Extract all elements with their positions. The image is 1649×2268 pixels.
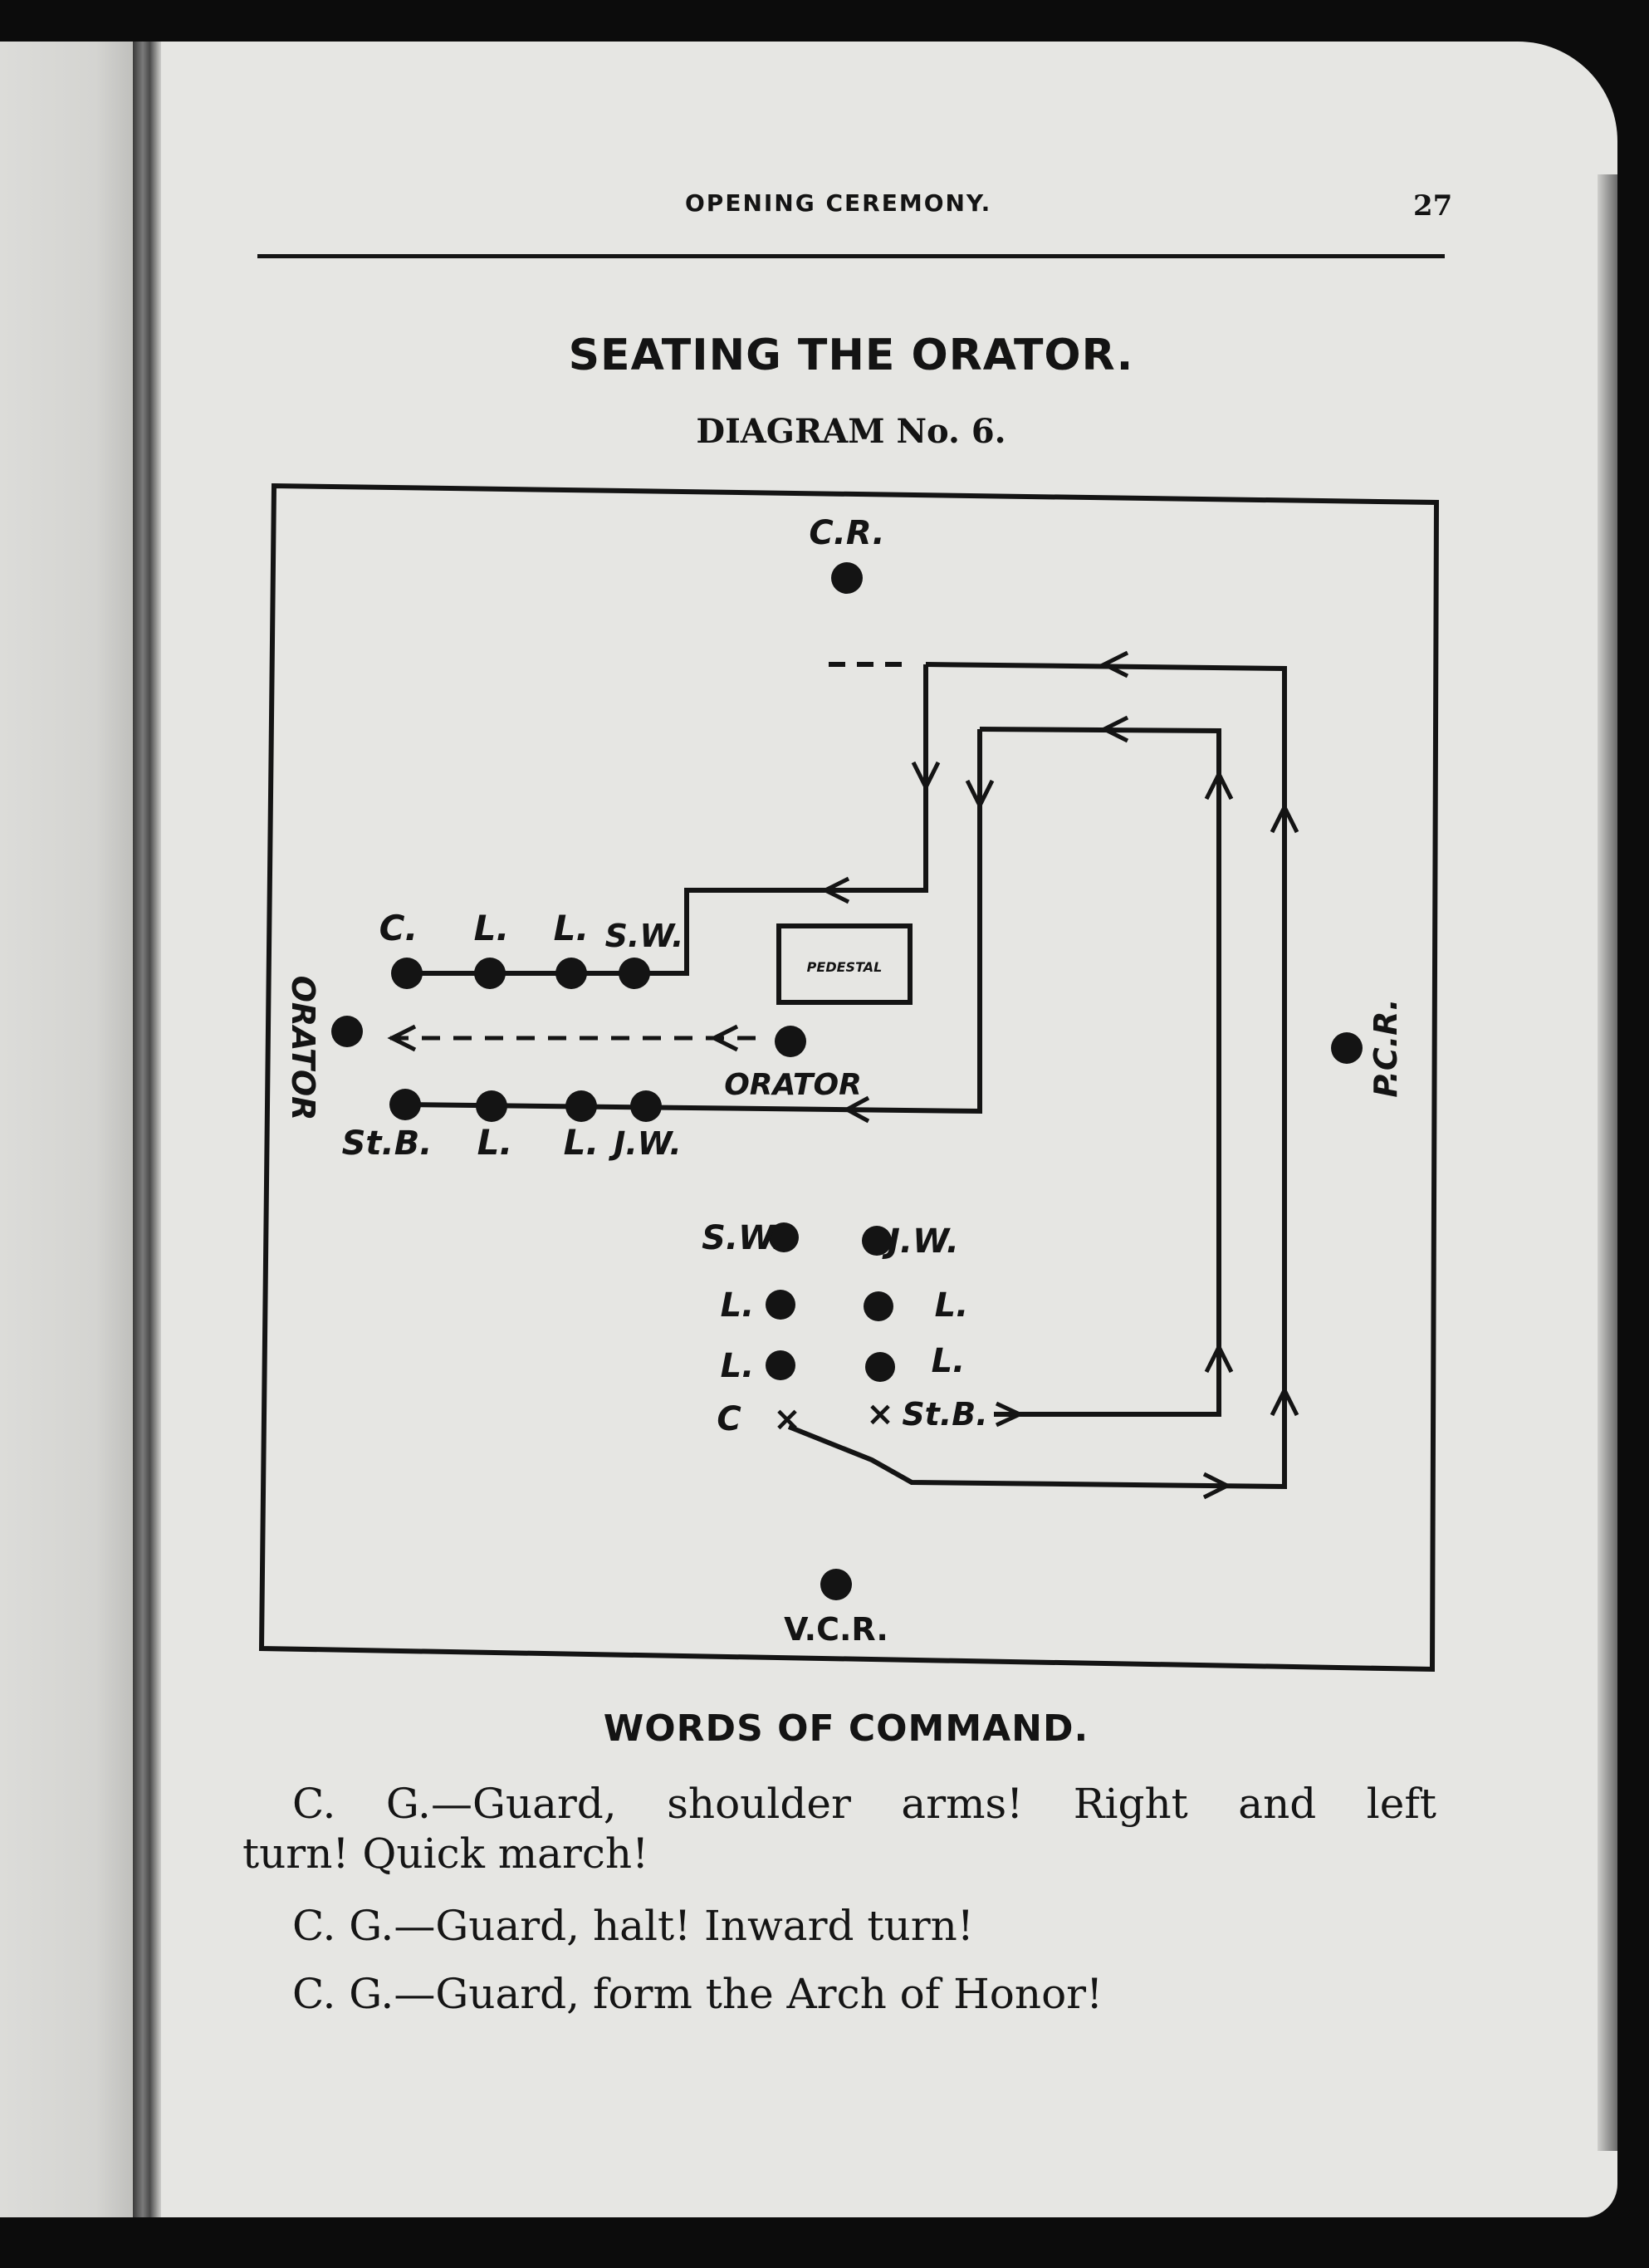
- left-column-dot: [766, 1290, 795, 1320]
- arrow-down-inner: [965, 779, 995, 811]
- bottom-row-label: L.: [564, 1122, 599, 1163]
- bottom-row-dot: [389, 1089, 421, 1120]
- arrow-up-right-3: [1204, 1342, 1234, 1374]
- arrow-right-stb: [995, 1401, 1025, 1428]
- right-column-label: St.B.: [902, 1396, 987, 1433]
- arrow-right-bottom: [1202, 1472, 1232, 1500]
- words-of-command-heading: WORDS OF COMMAND.: [603, 1707, 1089, 1750]
- facing-page-edge: [0, 42, 137, 2217]
- orator-start-dot: [775, 1026, 806, 1057]
- command-line: C. G.—Guard, halt! Inward turn!: [292, 1902, 974, 1950]
- bottom-row-label: St.B.: [342, 1124, 433, 1163]
- vcr-dot: [820, 1569, 852, 1600]
- arrow-up-right-2: [1270, 802, 1299, 834]
- page-edge-shadow: [1598, 174, 1617, 2151]
- pedestal-label: PEDESTAL: [807, 959, 883, 975]
- book-gutter: [133, 42, 161, 2217]
- orator-seat-dot: [331, 1016, 363, 1047]
- top-row-label: S.W.: [605, 918, 684, 954]
- pedestal-box: [776, 923, 913, 1005]
- left-column-label: L.: [721, 1286, 755, 1325]
- left-column-label: C: [717, 1400, 741, 1438]
- diagram-frame: [258, 483, 1440, 1673]
- orator-center-label: ORATOR: [724, 1068, 862, 1102]
- left-column-label: S.W.: [702, 1219, 785, 1257]
- left-column-label: L.: [721, 1347, 755, 1385]
- diagram-number: DIAGRAM No. 6.: [696, 412, 1006, 451]
- right-column-dot: [864, 1291, 893, 1321]
- orator-arrow-left: [387, 1024, 417, 1052]
- page-number: 27: [1413, 189, 1453, 223]
- arrow-up-right-1: [1204, 769, 1234, 801]
- bottom-row-dot: [476, 1090, 507, 1122]
- bottom-row-dot: [565, 1090, 597, 1122]
- arrow-inner-left: [1099, 715, 1129, 743]
- vcr-label: V.C.R.: [784, 1611, 888, 1648]
- march-route-inner: [979, 727, 1221, 1417]
- orator-arrow-mid: [709, 1024, 739, 1052]
- top-row-dot: [619, 958, 650, 989]
- top-row-label: L.: [554, 908, 590, 948]
- command-line: C. G.—Guard, form the Arch of Honor!: [292, 1970, 1103, 2018]
- orator-left-label: ORATOR: [285, 976, 321, 1121]
- top-row-dot: [391, 958, 423, 989]
- arrow-lower-left: [842, 1095, 870, 1124]
- left-column-dot: [766, 1350, 795, 1380]
- right-column-dot: [862, 1226, 892, 1256]
- bottom-row-dot: [630, 1090, 662, 1122]
- top-row-dot: [555, 958, 587, 989]
- right-column-dot: [865, 1352, 895, 1382]
- right-column-label: L.: [932, 1342, 966, 1380]
- bottom-row-label: J.W.: [608, 1125, 682, 1162]
- cr-dot: [831, 562, 863, 594]
- left-column-dot: [769, 1222, 799, 1252]
- bottom-row-label: L.: [477, 1122, 513, 1163]
- page-title: SEATING THE ORATOR.: [568, 331, 1134, 380]
- right-column-label: L.: [935, 1286, 969, 1325]
- pcr-label: P.C.R.: [1368, 998, 1404, 1097]
- right-column-label: J.W.: [882, 1222, 959, 1261]
- arrow-up-right-4: [1270, 1385, 1299, 1417]
- arrow-step-left: [820, 876, 850, 904]
- command-line: turn! Quick march!: [242, 1830, 649, 1878]
- pcr-dot: [1331, 1032, 1363, 1064]
- command-line: C. G.—Guard, shoulder arms! Right and le…: [292, 1780, 1436, 1828]
- header-rule: [257, 254, 1445, 258]
- arrow-top-left: [1099, 650, 1129, 678]
- cr-label: C.R.: [809, 514, 884, 552]
- top-row-label: L.: [474, 908, 510, 948]
- left-column-x: ×: [773, 1400, 801, 1438]
- running-header: OPENING CEREMONY.: [685, 189, 992, 217]
- top-row-label: C.: [379, 908, 418, 948]
- march-route-outer: [787, 662, 1287, 1490]
- right-column-x: ×: [866, 1395, 894, 1433]
- top-row-dot: [474, 958, 506, 989]
- arrow-down-outer: [911, 761, 941, 792]
